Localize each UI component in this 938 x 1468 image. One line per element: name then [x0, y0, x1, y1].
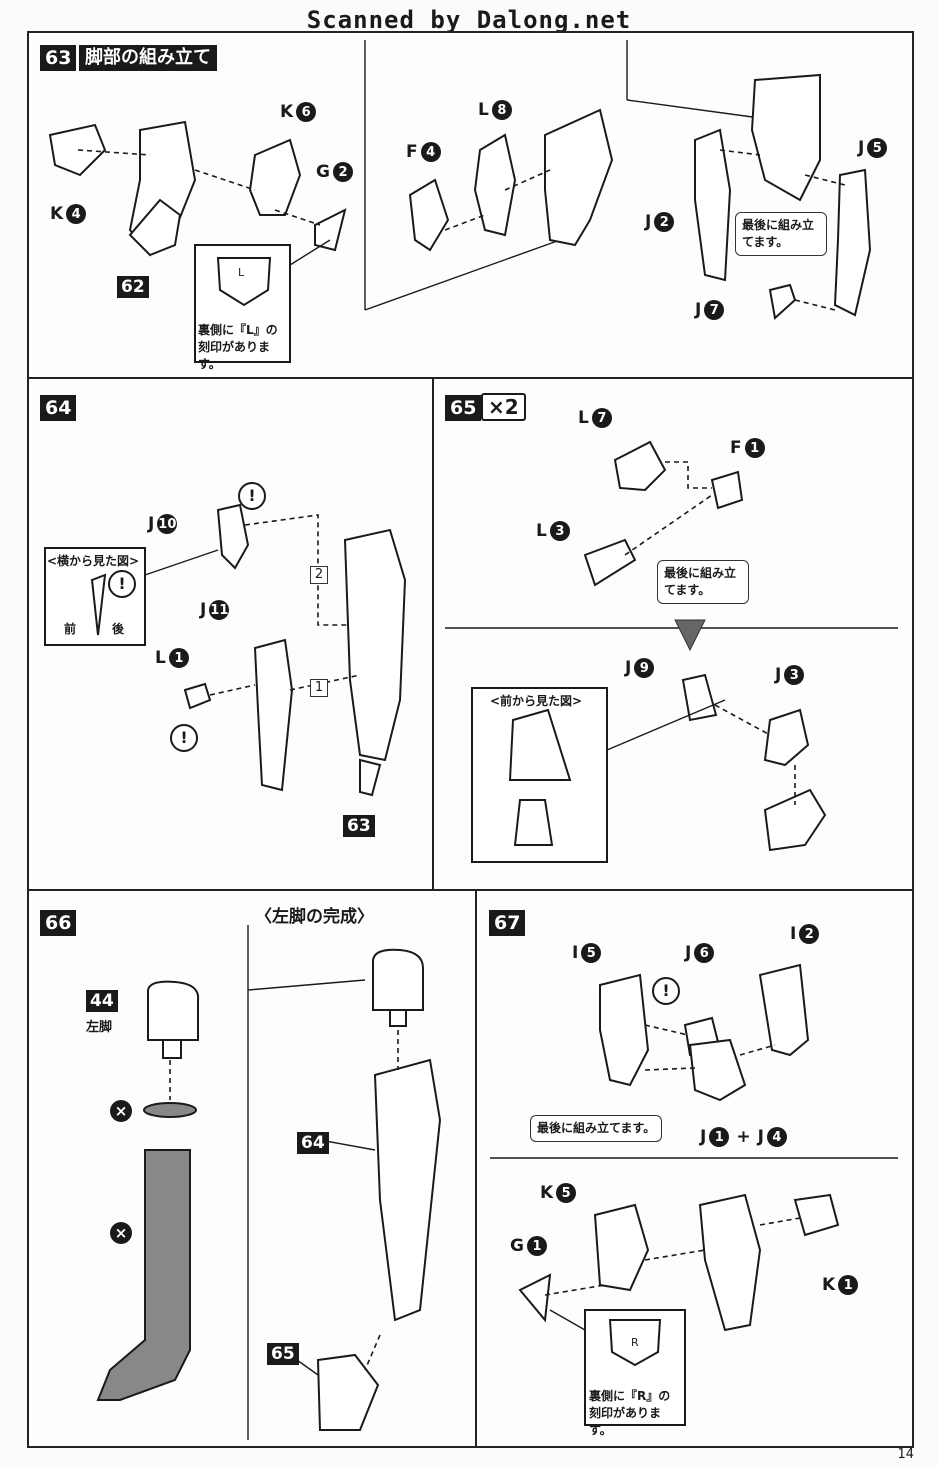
left-leg-complete-title: 〈左脚の完成〉 [255, 907, 374, 927]
step-63-title: 脚部の組み立て [79, 45, 217, 71]
step-66-number: 66 [40, 910, 77, 936]
caution-icon: ! [108, 570, 136, 598]
engrave-mark-r: R [631, 1336, 639, 1349]
note-assemble-last-67: 最後に組み立てます。 [530, 1115, 663, 1142]
note-engrave-r: 裏側に『R』の刻印があります。 [589, 1389, 671, 1437]
front-label: 前 [64, 622, 77, 636]
order-number-1: 1 [310, 679, 328, 697]
step-65-number: 65 [445, 395, 482, 421]
not-used-icon: × [110, 1222, 132, 1244]
note-assemble-last-65: 最後に組み立てます。 [657, 560, 749, 604]
back-label: 後 [112, 622, 125, 636]
left-leg-label: 左脚 [86, 1020, 113, 1035]
step-67-panel [475, 889, 914, 1448]
caution-icon: ! [170, 724, 198, 752]
part-tag-65: 65 [267, 1343, 299, 1365]
part-tag-62: 62 [117, 276, 149, 298]
step-67-number: 67 [489, 910, 526, 936]
watermark: Scanned by Dalong.net [306, 6, 632, 34]
quantity-x2: ×2 [481, 393, 526, 421]
order-number-2: 2 [310, 566, 328, 584]
step-64-number: 64 [40, 395, 77, 421]
note-assemble-last-63: 最後に組み立てます。 [735, 212, 827, 256]
page-number: 14 [897, 1447, 914, 1462]
caution-icon: ! [652, 977, 680, 1005]
step-63-number: 63 [40, 45, 77, 71]
part-tag-44: 44 [86, 990, 118, 1012]
part-tag-64: 64 [297, 1132, 329, 1154]
front-view-label: <前から見た図> [490, 694, 583, 708]
side-view-label: <横から見た図> [47, 554, 140, 568]
part-tag-63: 63 [343, 815, 375, 837]
caution-icon: ! [238, 482, 266, 510]
note-engrave-l: 裏側に『L』の刻印があります。 [198, 323, 278, 371]
engrave-mark-l: L [238, 266, 245, 279]
not-used-icon: × [110, 1100, 132, 1122]
